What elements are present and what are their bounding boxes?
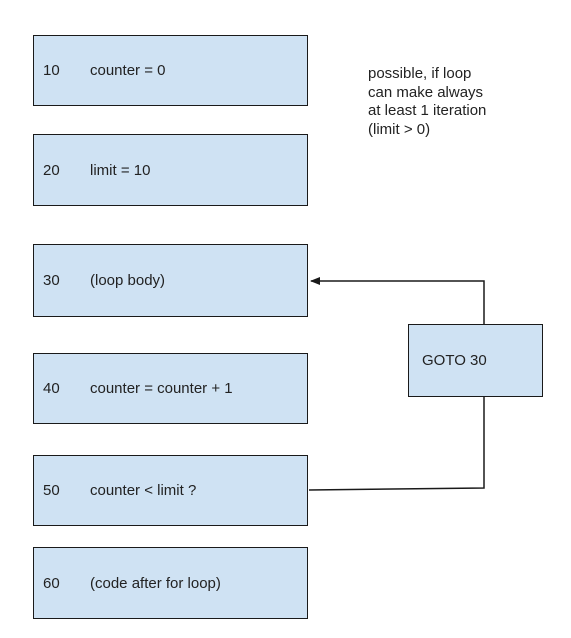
line-number: 10 xyxy=(43,62,60,79)
statement-box-60: 60 (code after for loop) xyxy=(33,547,308,619)
statement-box-20: 20 limit = 10 xyxy=(33,134,308,206)
line-number: 40 xyxy=(43,380,60,397)
connector-50-to-goto xyxy=(308,397,485,491)
line-number: 30 xyxy=(43,272,60,289)
arrow-goto-to-30 xyxy=(310,277,485,324)
goto-label: GOTO 30 xyxy=(422,352,487,369)
note-line: can make always xyxy=(368,83,484,101)
statement-box-30: 30 (loop body) xyxy=(33,244,308,317)
statement-box-10: 10 counter = 0 xyxy=(33,35,308,106)
note-line: possible, if loop xyxy=(368,65,472,82)
line-number: 60 xyxy=(43,574,60,592)
statement-box-50: 50 counter < limit ? xyxy=(33,455,308,526)
statement-code: counter < limit ? xyxy=(90,482,197,499)
statement-code: limit = 10 xyxy=(90,161,151,179)
note-line: at least 1 iteration xyxy=(368,102,487,119)
line-number: 20 xyxy=(43,161,60,179)
annotation-note: possible, if loop can make always at lea… xyxy=(368,65,486,139)
goto-box: GOTO 30 xyxy=(408,324,543,397)
note-line: (limit > 0) xyxy=(368,120,431,138)
statement-code: counter = 0 xyxy=(90,62,166,79)
statement-box-40: 40 counter = counter + 1 xyxy=(33,353,308,424)
line-number: 50 xyxy=(43,482,60,499)
statement-code: (loop body) xyxy=(90,272,166,289)
statement-code: (code after for loop) xyxy=(90,574,221,592)
statement-code: counter = counter + 1 xyxy=(90,380,233,397)
